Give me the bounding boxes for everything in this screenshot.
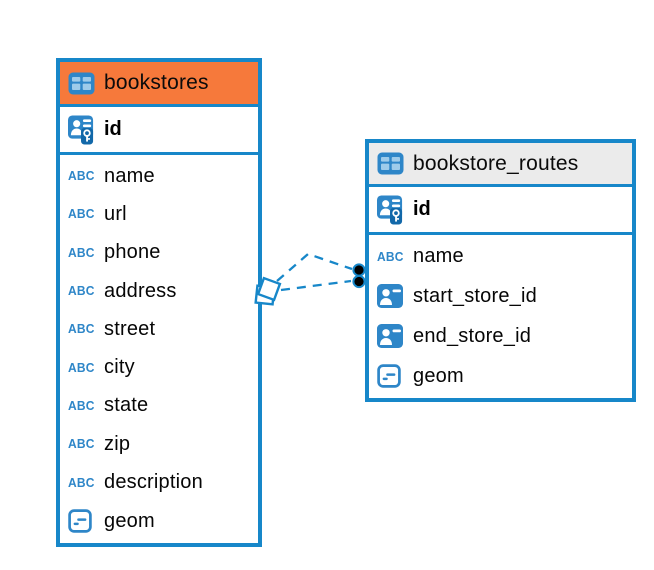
column-name: description: [104, 471, 203, 494]
reference-column-icon: [377, 324, 404, 348]
column-row[interactable]: ABC state: [60, 394, 258, 417]
column-name: name: [104, 164, 155, 187]
text-type-icon: ABC: [68, 436, 95, 452]
table-name: bookstores: [104, 71, 209, 94]
text-type-icon: ABC: [68, 321, 95, 337]
column-name: city: [104, 356, 135, 379]
column-row[interactable]: ABC url: [60, 203, 258, 226]
column-row[interactable]: ABC zip: [60, 433, 258, 456]
column-row-pk[interactable]: id: [60, 107, 258, 155]
column-name: id: [104, 118, 122, 140]
column-name: street: [104, 317, 156, 340]
primary-key-icon: [68, 114, 95, 145]
column-name: phone: [104, 241, 161, 264]
text-type-icon: ABC: [68, 360, 95, 375]
entity-bookstore-routes[interactable]: bookstore_routes id ABC: [365, 139, 636, 402]
column-row-pk[interactable]: id: [369, 187, 632, 235]
text-type-icon: ABC: [377, 249, 404, 264]
table-name: bookstore_routes: [413, 151, 579, 175]
column-row[interactable]: ABC name: [60, 165, 258, 188]
column-row[interactable]: ABC phone: [60, 241, 258, 264]
geometry-type-icon: [68, 509, 95, 534]
geometry-type-icon: [377, 364, 404, 388]
text-type-icon: ABC: [68, 475, 95, 490]
text-type-icon: ABC: [68, 398, 95, 414]
column-list: ABC name ABC url ABC phone ABC address A…: [60, 155, 258, 543]
text-type-icon: ABC: [68, 283, 95, 299]
column-row[interactable]: start_store_id: [369, 284, 632, 308]
column-name: url: [104, 202, 127, 225]
text-type-icon: ABC: [68, 168, 95, 184]
text-type-icon: ABC: [68, 245, 95, 261]
column-name: name: [413, 245, 464, 267]
column-row[interactable]: ABC city: [60, 356, 258, 379]
reference-column-icon: [377, 284, 404, 308]
entity-bookstores[interactable]: bookstores id ABC: [56, 58, 262, 547]
column-row[interactable]: geom: [369, 364, 632, 388]
column-row[interactable]: end_store_id: [369, 324, 632, 348]
table-icon: [377, 152, 404, 175]
primary-key-icon: [377, 194, 404, 225]
column-row[interactable]: ABC address: [60, 280, 258, 303]
column-name: geom: [413, 364, 464, 387]
relationship-line[interactable]: [280, 279, 352, 292]
column-row[interactable]: ABC street: [60, 318, 258, 341]
text-type-icon: ABC: [68, 207, 95, 222]
column-row[interactable]: ABC name: [369, 245, 632, 268]
column-name: id: [413, 198, 431, 220]
column-name: end_store_id: [413, 324, 532, 347]
column-name: state: [104, 394, 149, 417]
column-name: zip: [104, 432, 131, 455]
column-name: start_store_id: [413, 284, 537, 307]
column-row[interactable]: ABC description: [60, 471, 258, 494]
column-list: ABC name start_store_id: [369, 235, 632, 398]
table-header[interactable]: bookstore_routes: [369, 143, 632, 187]
table-icon: [68, 72, 95, 95]
relationship-dot-marker[interactable]: [352, 263, 366, 289]
relationship-line[interactable]: [276, 252, 353, 282]
table-header[interactable]: bookstores: [60, 62, 258, 107]
column-name: geom: [104, 509, 155, 532]
column-row[interactable]: geom: [60, 509, 258, 534]
column-name: address: [104, 279, 177, 302]
